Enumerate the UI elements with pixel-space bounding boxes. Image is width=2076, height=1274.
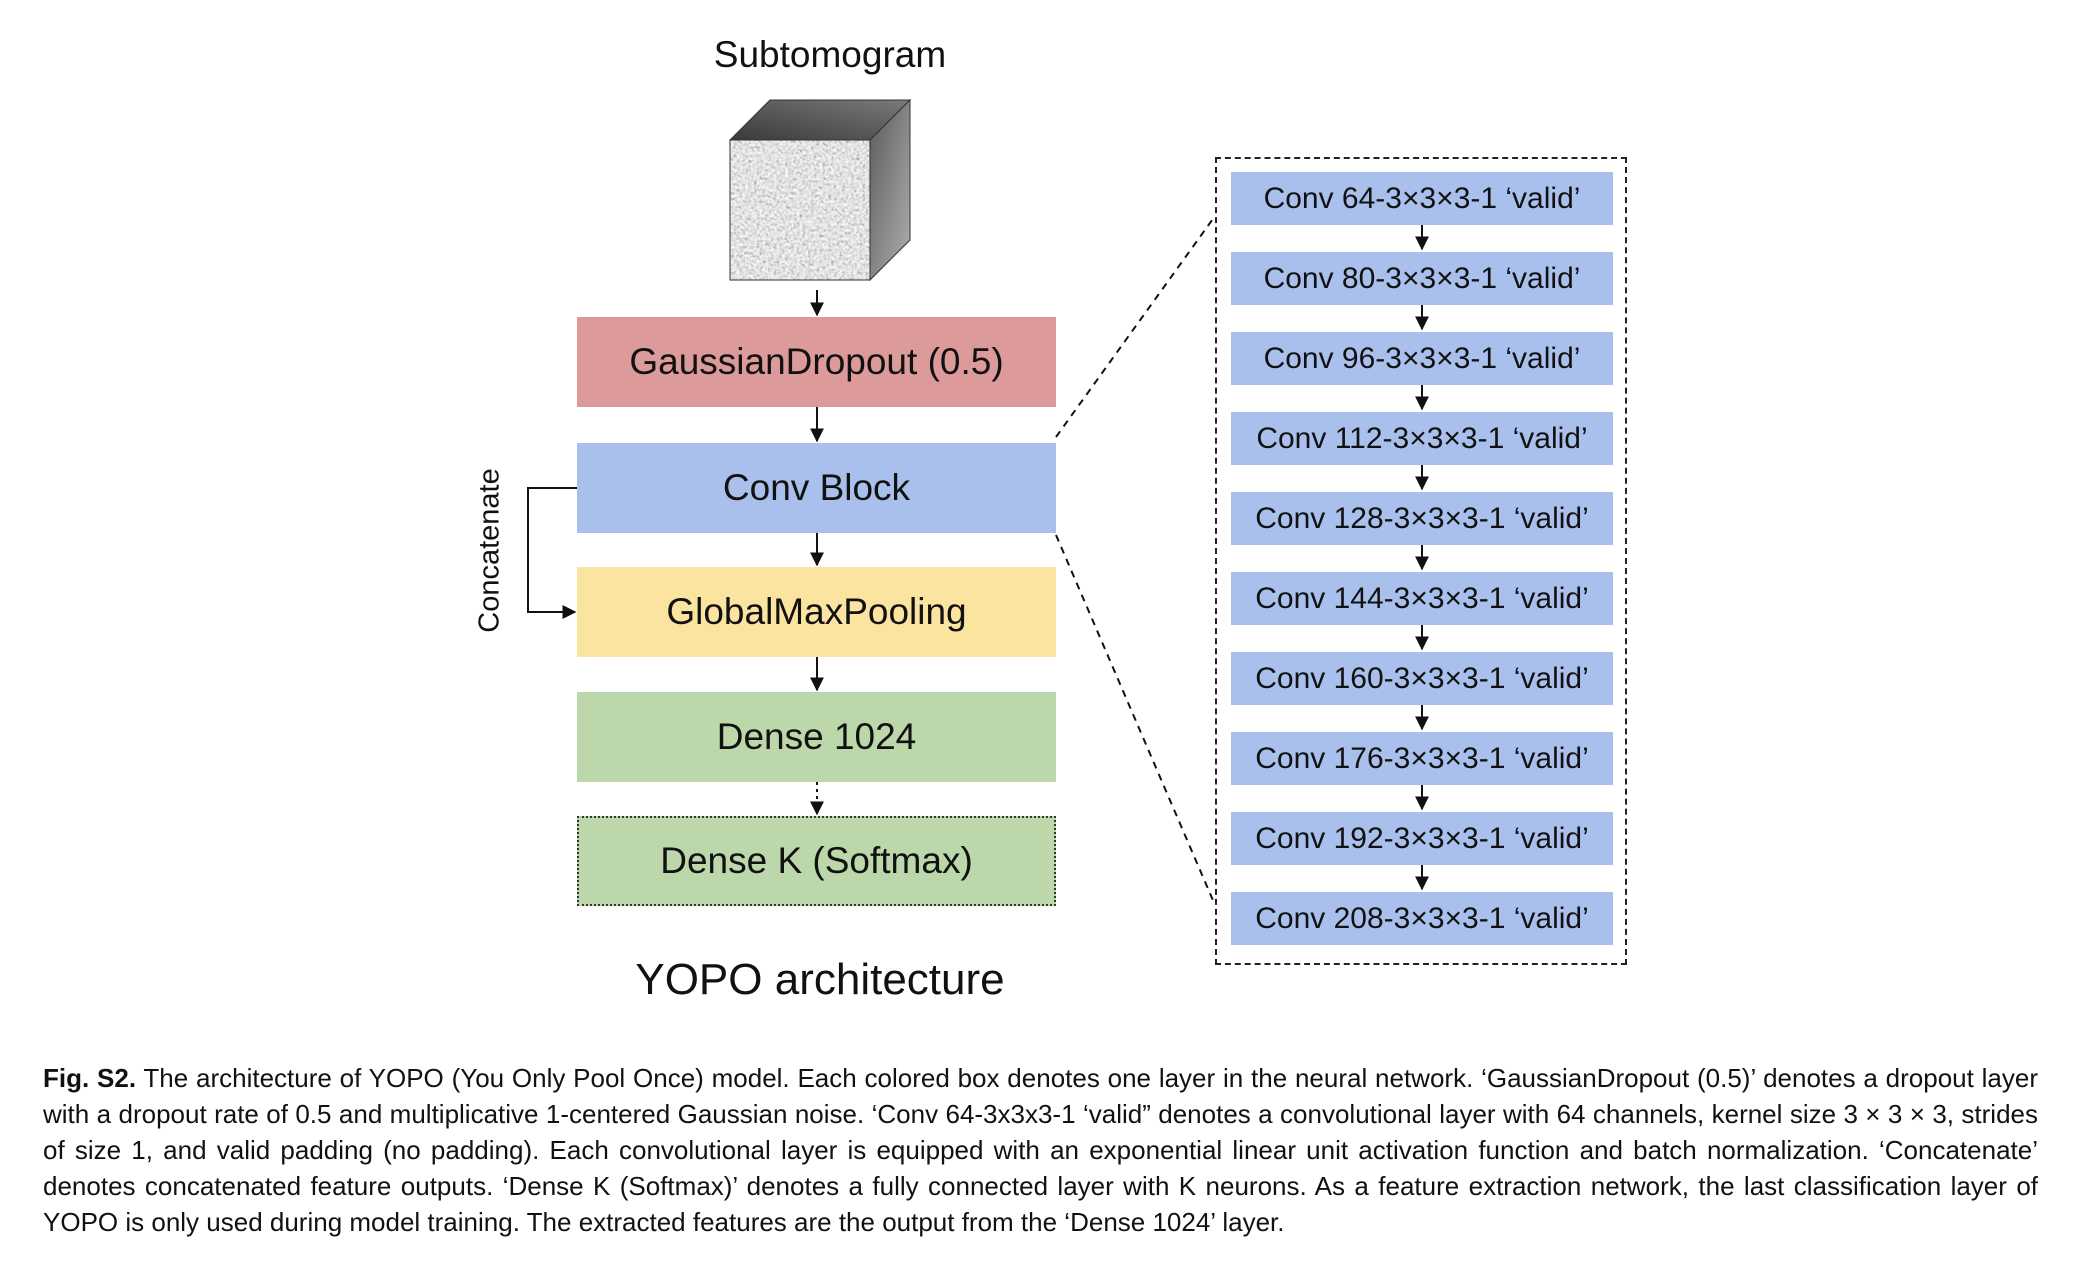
dense-1024-layer: Dense 1024: [577, 692, 1056, 782]
conv-block-layer: Conv Block: [577, 443, 1056, 533]
subtomogram-cube: [720, 95, 920, 290]
conv-layer-9: Conv 192-3×3×3-1 ‘valid’: [1231, 812, 1613, 865]
figure-caption: Fig. S2. The architecture of YOPO (You O…: [43, 1060, 2038, 1240]
global-max-pooling-layer: GlobalMaxPooling: [577, 567, 1056, 657]
gaussian-dropout-layer: GaussianDropout (0.5): [577, 317, 1056, 407]
conv-layer-8: Conv 176-3×3×3-1 ‘valid’: [1231, 732, 1613, 785]
figure-label: Fig. S2.: [43, 1063, 137, 1093]
conv-layer-6: Conv 144-3×3×3-1 ‘valid’: [1231, 572, 1613, 625]
conv-layer-5: Conv 128-3×3×3-1 ‘valid’: [1231, 492, 1613, 545]
dashed-guide-top: [1055, 215, 1216, 438]
conv-block-detail-box: [1215, 157, 1627, 965]
conv-layer-2: Conv 80-3×3×3-1 ‘valid’: [1231, 252, 1613, 305]
dashed-guide-bottom: [1055, 534, 1216, 906]
concatenate-bracket: [527, 487, 577, 619]
conv-layer-10: Conv 208-3×3×3-1 ‘valid’: [1231, 892, 1613, 945]
caption-text: The architecture of YOPO (You Only Pool …: [43, 1063, 2038, 1237]
input-label: Subtomogram: [713, 34, 947, 75]
conv-layer-4: Conv 112-3×3×3-1 ‘valid’: [1231, 412, 1613, 465]
conv-layer-3: Conv 96-3×3×3-1 ‘valid’: [1231, 332, 1613, 385]
conv-layer-1: Conv 64-3×3×3-1 ‘valid’: [1231, 172, 1613, 225]
dense-softmax-layer: Dense K (Softmax): [577, 816, 1056, 906]
concatenate-label: Concatenate: [465, 465, 515, 635]
conv-layer-7: Conv 160-3×3×3-1 ‘valid’: [1231, 652, 1613, 705]
concatenate-text: Concatenate: [473, 467, 506, 633]
architecture-title: YOPO architecture: [635, 955, 1005, 1004]
